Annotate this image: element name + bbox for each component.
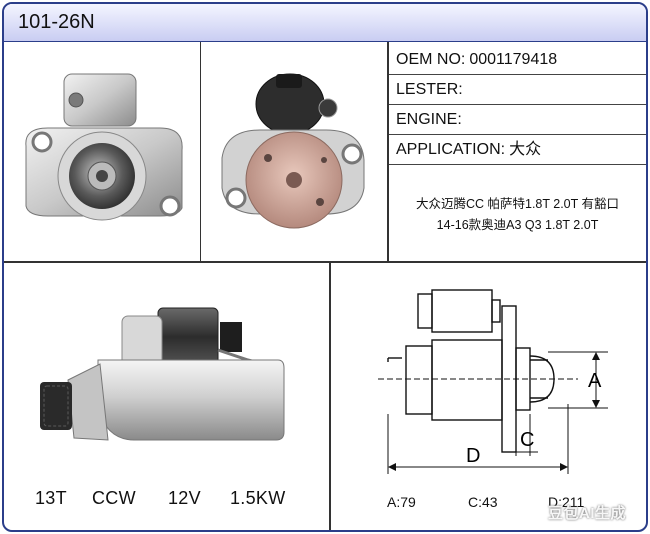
starter-front-view-photo bbox=[25, 73, 183, 221]
divider-vertical-top-right bbox=[387, 42, 389, 261]
lester-label: LESTER: bbox=[396, 81, 463, 98]
oem-label: OEM NO: bbox=[396, 51, 466, 68]
ai-generated-watermark: 豆包AI生成 bbox=[548, 505, 627, 522]
application-detail-line: 14-16款奥迪A3 Q3 1.8T 2.0T bbox=[436, 218, 599, 232]
divider-horizontal-middle bbox=[4, 261, 646, 263]
engine-row: ENGINE: bbox=[389, 105, 646, 135]
divider-vertical-bottom bbox=[329, 261, 331, 530]
teeth-spec: 13T bbox=[35, 488, 67, 508]
part-number-title: 101-26N bbox=[18, 11, 95, 33]
label-d: D bbox=[466, 445, 480, 467]
label-a: A bbox=[588, 370, 602, 392]
divider-vertical-top-left bbox=[200, 42, 201, 261]
oem-value: 0001179418 bbox=[469, 51, 558, 68]
label-c: C bbox=[520, 429, 534, 451]
application-details: 大众迈腾CC 帕萨特1.8T 2.0T 有豁口 14-16款奥迪A3 Q3 1.… bbox=[389, 194, 646, 236]
dimension-c-value: C:43 bbox=[468, 494, 498, 510]
dimension-a-value: A:79 bbox=[387, 494, 416, 510]
application-detail-line: 大众迈腾CC 帕萨特1.8T 2.0T 有豁口 bbox=[415, 197, 620, 211]
lester-row: LESTER: bbox=[389, 75, 646, 105]
voltage-spec: 12V bbox=[168, 488, 201, 508]
dimension-d-value: D:211 bbox=[548, 494, 585, 510]
engine-label: ENGINE: bbox=[396, 111, 462, 128]
starter-rear-view-photo bbox=[221, 73, 365, 229]
application-label: APPLICATION: bbox=[396, 141, 506, 158]
oem-number-row: OEM NO:0001179418 bbox=[389, 45, 646, 75]
starter-side-view-photo bbox=[40, 307, 285, 441]
application-value: 大众 bbox=[509, 141, 542, 158]
dimension-diagram: A C D bbox=[378, 289, 608, 474]
power-spec: 1.5KW bbox=[230, 488, 286, 508]
title-bar: 101-26N bbox=[4, 4, 646, 42]
rotation-spec: CCW bbox=[92, 488, 136, 508]
application-row: APPLICATION:大众 bbox=[389, 135, 646, 165]
